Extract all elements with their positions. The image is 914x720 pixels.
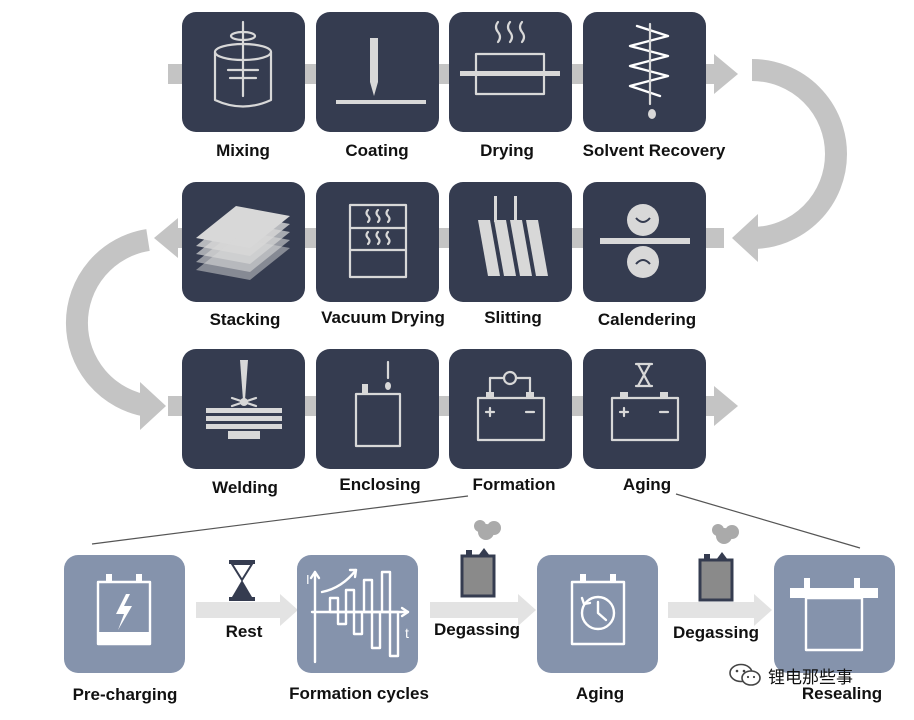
tile-solvent-recovery <box>583 12 706 132</box>
tile-vacuum-drying <box>316 182 439 302</box>
detail-label-resealing: Resealing <box>801 684 883 703</box>
slitting-strips-icon <box>478 196 548 276</box>
left-curve-arrow <box>65 229 150 417</box>
right-curve-arrowhead <box>732 214 758 262</box>
step-label-solvent-recovery: Solvent Recovery <box>582 141 726 160</box>
tile-drying <box>449 12 572 132</box>
gas-release-cell-icon-1 <box>460 520 501 598</box>
stacked-sheets-icon <box>196 206 290 280</box>
step-label-calendering: Calendering <box>597 310 697 329</box>
detail-tile-formation-cycles: I t <box>297 555 418 673</box>
transition-label-rest: Rest <box>225 622 263 641</box>
transition-label-degassing-2: Degassing <box>673 623 759 642</box>
tile-slitting <box>449 182 572 302</box>
row3-arrowhead <box>714 386 738 426</box>
tile-coating <box>316 12 439 132</box>
step-label-drying: Drying <box>480 141 534 160</box>
detail-label-formation-cycles: Formation cycles <box>289 684 429 703</box>
tile-enclosing <box>316 349 439 469</box>
calender-rollers-icon <box>600 204 690 278</box>
hourglass-icon <box>229 560 255 601</box>
left-curve-arrowhead <box>140 382 166 430</box>
step-label-slitting: Slitting <box>484 308 542 327</box>
detail-tile-pre-charging <box>64 555 185 673</box>
step-label-vacuum-drying: Vacuum Drying <box>321 308 445 327</box>
vacuum-oven-icon <box>348 203 408 279</box>
transition-label-degassing-1: Degassing <box>434 620 520 639</box>
step-label-formation: Formation <box>472 475 556 494</box>
row2-arrowhead <box>154 218 178 258</box>
wechat-icon <box>729 663 761 686</box>
zoom-line-left <box>91 495 469 545</box>
watermark: 锂电那些事 <box>728 662 853 688</box>
right-curve-arrow <box>751 59 847 249</box>
pouch-enclosing-icon <box>354 360 402 448</box>
zoom-line-right <box>675 493 861 549</box>
cell-clock-icon <box>570 574 626 646</box>
step-label-enclosing: Enclosing <box>339 475 421 494</box>
tile-calendering <box>583 182 706 302</box>
detail-label-aging: Aging <box>575 684 625 703</box>
tile-mixing <box>182 12 305 132</box>
current-cycle-icon <box>309 568 410 664</box>
solvent-coil-icon <box>628 22 670 119</box>
step-label-welding: Welding <box>212 478 278 497</box>
row1-arrowhead <box>714 54 738 94</box>
axis-label-current: I <box>306 572 310 587</box>
gas-release-cell-icon-2 <box>698 524 739 602</box>
step-label-stacking: Stacking <box>209 310 281 329</box>
mixing-tank-icon <box>213 20 273 108</box>
step-label-mixing: Mixing <box>216 141 270 160</box>
axis-label-time: t <box>405 625 409 641</box>
tile-aging <box>583 349 706 469</box>
tile-welding <box>182 349 305 469</box>
step-label-coating: Coating <box>345 141 409 160</box>
battery-meter-icon <box>476 370 546 442</box>
tile-formation <box>449 349 572 469</box>
drying-oven-icon <box>460 20 560 96</box>
precharge-cell-icon <box>96 574 152 646</box>
laser-welding-icon <box>206 360 282 439</box>
coating-blade-icon <box>336 38 426 104</box>
reseal-cell-icon <box>790 578 878 652</box>
detail-tile-aging <box>537 555 658 673</box>
detail-tile-resealing <box>774 555 895 673</box>
tile-stacking <box>182 182 305 302</box>
detail-label-pre-charging: Pre-charging <box>72 685 178 704</box>
detail-arrows <box>196 594 772 626</box>
watermark-text: 锂电那些事 <box>768 667 853 688</box>
battery-hourglass-icon <box>610 362 680 442</box>
step-label-aging: Aging <box>622 475 672 494</box>
